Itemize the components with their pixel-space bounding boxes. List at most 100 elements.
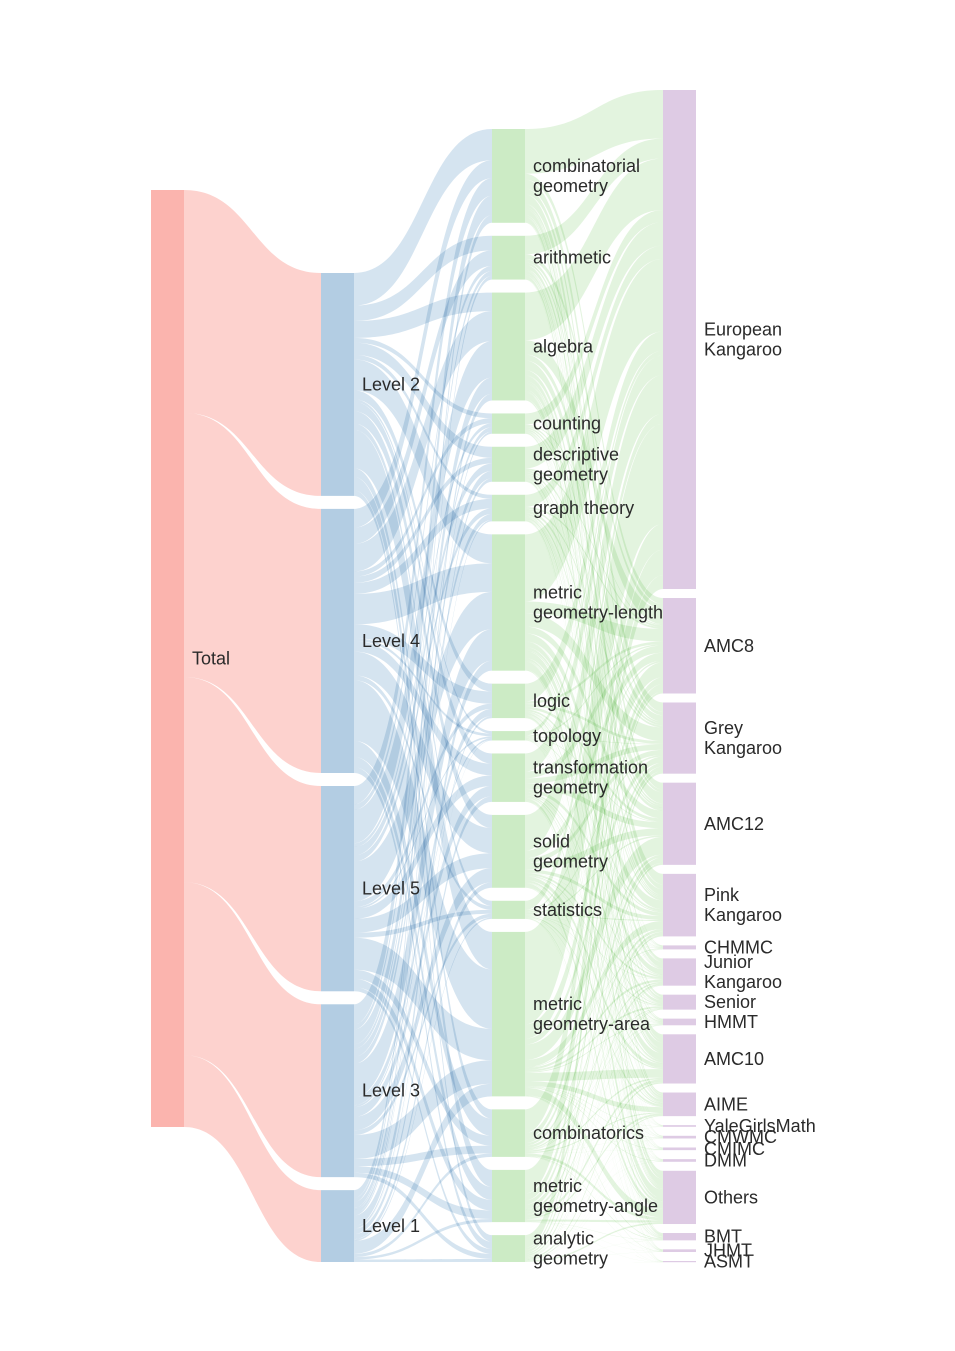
sankey-link-arith-amc12 xyxy=(525,262,663,793)
sankey-node-L3 xyxy=(321,1004,354,1178)
sankey-node-jhmt xyxy=(663,1249,696,1253)
sankey-link-L3-descgeo xyxy=(354,471,492,1057)
sankey-link-marea-amc8 xyxy=(525,662,663,1039)
sankey-link-anal-chmmc xyxy=(525,949,663,1257)
sankey-link-combi-bmt xyxy=(525,1156,663,1240)
sankey-link-trans-eurk xyxy=(525,355,663,772)
sankey-link-total-L2 xyxy=(184,190,321,496)
sankey-link-L5-combgeo xyxy=(354,178,492,805)
sankey-node-label-L4: Level 4 xyxy=(362,631,420,651)
sankey-link-logic-yale xyxy=(525,715,663,1127)
sankey-node-count xyxy=(492,413,525,434)
sankey-link-mang-eurk xyxy=(525,549,663,1194)
sankey-link-mlen-greyk xyxy=(525,613,663,742)
sankey-link-alg-amc12 xyxy=(525,360,663,804)
sankey-link-topo-amc12 xyxy=(525,737,663,823)
sankey-link-descgeo-cmimc xyxy=(525,479,663,1149)
sankey-link-L3-graph xyxy=(354,513,492,1064)
sankey-link-L1-trans xyxy=(354,796,492,1235)
sankey-link-L3-combgeo xyxy=(354,195,492,1025)
sankey-link-anal-pinkk xyxy=(525,934,663,1257)
sankey-node-aime xyxy=(663,1092,696,1117)
sankey-node-descgeo xyxy=(492,446,525,482)
sankey-node-label-chmmc: CHMMC xyxy=(704,937,773,957)
sankey-link-solid-dmm xyxy=(525,882,663,1161)
sankey-link-logic-dmm xyxy=(525,715,663,1161)
sankey-link-total-L4 xyxy=(184,412,321,773)
sankey-link-stat-senior xyxy=(525,915,663,1007)
sankey-link-L4-descgeo xyxy=(354,457,492,583)
sankey-link-topo-chmmc xyxy=(525,738,663,948)
sankey-link-marea-pinkk xyxy=(525,920,663,1068)
sankey-link-mang-dmm xyxy=(525,1161,663,1220)
sankey-link-solid-others xyxy=(525,883,663,1209)
sankey-link-marea-amc12 xyxy=(525,836,663,1061)
sankey-link-solid-bmt xyxy=(525,887,663,1239)
sankey-node-label-L1: Level 1 xyxy=(362,1216,420,1236)
sankey-link-total-L3 xyxy=(184,882,321,1178)
sankey-link-L2-mlen xyxy=(354,359,492,564)
sankey-link-anal-aime xyxy=(525,1115,663,1260)
sankey-link-L3-stat xyxy=(354,913,492,1135)
sankey-node-label-amc12: AMC12 xyxy=(704,814,764,834)
sankey-link-L1-graph xyxy=(354,519,492,1216)
sankey-link-trans-junk xyxy=(525,792,663,978)
sankey-link-mang-junk xyxy=(525,983,663,1214)
sankey-node-amc8 xyxy=(663,598,696,694)
sankey-link-marea-chmmc xyxy=(525,948,663,1068)
sankey-node-L4 xyxy=(321,508,354,773)
sankey-link-topo-cmwmc xyxy=(525,739,663,1138)
sankey-node-label-dmm: DMM xyxy=(704,1150,747,1170)
sankey-link-L5-mang xyxy=(354,978,492,1211)
sankey-link-L3-logic xyxy=(354,708,492,1106)
sankey-nodes xyxy=(151,90,696,1263)
sankey-link-trans-jhmt xyxy=(525,801,663,1251)
sankey-node-amc12 xyxy=(663,782,696,865)
sankey-node-label-senior: Senior xyxy=(704,992,756,1012)
sankey-link-marea-yale xyxy=(525,1086,663,1127)
sankey-link-anal-others xyxy=(525,1222,663,1262)
sankey-link-alg-dmm xyxy=(525,392,663,1160)
sankey-link-L2-count xyxy=(354,337,492,419)
sankey-link-anal-cmimc xyxy=(525,1150,663,1261)
sankey-link-solid-amc10 xyxy=(525,876,663,1068)
sankey-node-mang xyxy=(492,1169,525,1223)
sankey-link-L2-combgeo xyxy=(354,129,492,306)
sankey-node-label-others: Others xyxy=(704,1187,758,1207)
sankey-node-alg xyxy=(492,292,525,401)
sankey-link-combi-senior xyxy=(525,1007,663,1151)
sankey-link-anal-amc8 xyxy=(525,691,663,1250)
sankey-link-L5-count xyxy=(354,423,492,847)
sankey-link-arith-eurk xyxy=(525,138,663,255)
sankey-node-yale xyxy=(663,1125,696,1127)
sankey-link-count-yale xyxy=(525,432,663,1126)
sankey-link-solid-cmwmc xyxy=(525,882,663,1138)
sankey-link-stat-yale xyxy=(525,917,663,1127)
sankey-node-arith xyxy=(492,235,525,280)
sankey-link-L1-mlen xyxy=(354,660,492,1227)
sankey-link-L5-graph xyxy=(354,508,492,862)
sankey-link-L3-alg xyxy=(354,377,492,1045)
sankey-link-mlen-jhmt xyxy=(525,670,663,1251)
sankey-link-anal-dmm xyxy=(525,1161,663,1261)
sankey-link-mang-yale xyxy=(525,1126,663,1220)
sankey-node-topo xyxy=(492,731,525,741)
sankey-link-stat-amc8 xyxy=(525,660,663,912)
sankey-link-L1-descgeo xyxy=(354,478,492,1214)
sankey-link-alg-greyk xyxy=(525,354,663,722)
sankey-link-combgeo-aime xyxy=(525,215,663,1095)
sankey-link-combgeo-amc8 xyxy=(525,173,663,605)
sankey-node-cmwmc xyxy=(663,1135,696,1139)
sankey-link-count-eurk xyxy=(525,210,663,425)
sankey-node-label-total: Total xyxy=(192,649,230,669)
sankey-link-combi-eurk xyxy=(525,523,663,1134)
sankey-link-L1-alg xyxy=(354,393,492,1209)
sankey-link-mang-hmmt xyxy=(525,1024,663,1215)
